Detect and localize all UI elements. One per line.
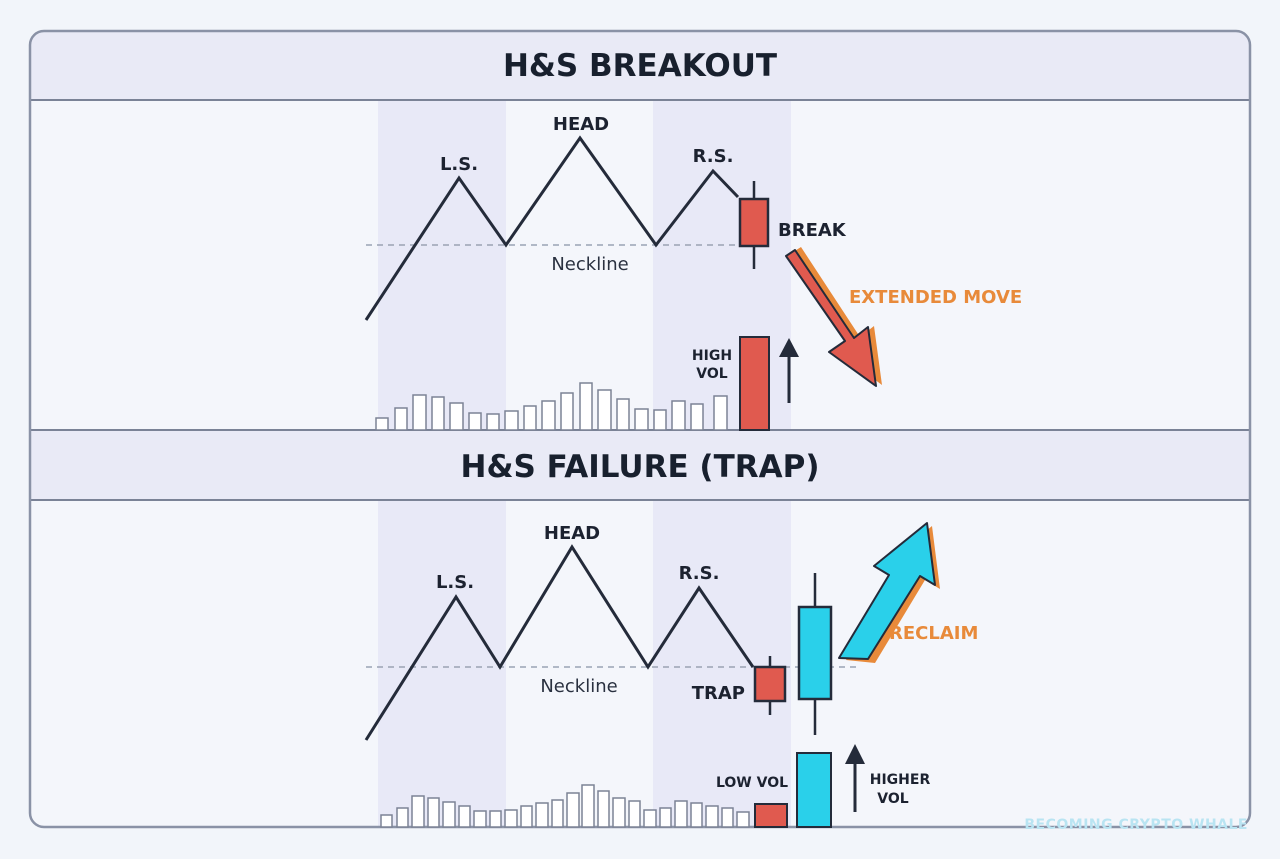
top-volume-bar: [486, 413, 500, 431]
bottom-volume-bar: [597, 790, 610, 828]
top-volume-bar: [616, 398, 630, 431]
top-volume-bar: [523, 405, 537, 431]
top-panel-title: H&S BREAKOUT: [503, 48, 777, 84]
bottom-volume-bar: [674, 800, 688, 828]
bottom-volume-bar: [427, 797, 440, 828]
top-volume-bar: [671, 400, 686, 431]
bottom-volume-bar: [736, 811, 750, 828]
top-volume-bar: [541, 400, 556, 431]
bottom-reclaim-candle: [797, 605, 833, 701]
bottom-volume-bar: [535, 802, 549, 828]
top-high-vol-label-line2: VOL: [696, 366, 727, 382]
bottom-low-vol-label: LOW VOL: [716, 775, 788, 791]
bottom-volume-bar: [520, 805, 533, 828]
bottom-volume-bar: [705, 805, 719, 828]
top-extended-move-label: EXTENDED MOVE: [849, 287, 1022, 308]
bottom-low-volume-bar: [754, 803, 788, 828]
bottom-rs-label: R.S.: [679, 563, 720, 584]
top-price-path: [364, 135, 740, 321]
bottom-volume-bar: [380, 814, 393, 828]
top-break-candle: [738, 197, 770, 248]
bottom-volume-bar: [612, 797, 626, 828]
bottom-volume-up-arrow: [845, 744, 865, 812]
bottom-volume-bar: [489, 810, 502, 828]
bottom-volume-bar: [628, 800, 641, 828]
top-volume-bar: [653, 409, 667, 431]
bottom-panel-title: H&S FAILURE (TRAP): [461, 449, 820, 485]
bottom-higher-volume-bar: [796, 752, 832, 828]
bottom-price-path: [364, 544, 755, 741]
bottom-volume-bar: [442, 801, 456, 828]
bottom-ls-label: L.S.: [436, 572, 474, 593]
bottom-volume-bar: [690, 802, 703, 828]
top-neckline-label: Neckline: [551, 254, 628, 275]
top-header-bar: [30, 31, 1250, 100]
top-left-shoulder-zone: [378, 100, 506, 430]
top-rs-label: R.S.: [693, 146, 734, 167]
top-volume-bar: [560, 392, 574, 431]
top-break-label: BREAK: [778, 220, 847, 241]
top-volume-up-arrow: [779, 338, 799, 403]
bottom-volume-bar: [566, 792, 580, 828]
top-volume-bars: [375, 382, 728, 431]
bottom-volume-bars: [380, 784, 750, 828]
bottom-volume-bar: [473, 810, 487, 828]
top-volume-bar: [431, 396, 445, 431]
bottom-volume-bar: [643, 809, 657, 828]
bottom-left-shoulder-zone: [378, 500, 506, 827]
top-volume-bar: [449, 402, 464, 431]
watermark: BECOMING CRYPTO WHALE: [1024, 817, 1248, 833]
top-volume-bar: [634, 408, 649, 431]
top-extended-move-arrow: [785, 249, 877, 387]
top-volume-bar: [690, 403, 704, 431]
bottom-reclaim-arrow: [838, 522, 936, 660]
bottom-higher-vol-label-line1: HIGHER: [870, 772, 931, 788]
top-volume-bar: [412, 394, 427, 431]
top-volume-bar: [597, 389, 612, 431]
top-high-volume-bar: [739, 336, 770, 431]
bottom-volume-bar: [396, 807, 409, 828]
bottom-volume-bar: [581, 784, 595, 828]
top-high-vol-label-line1: HIGH: [692, 348, 732, 364]
bottom-volume-bar: [411, 795, 425, 828]
top-ls-label: L.S.: [440, 154, 478, 175]
top-volume-bar: [713, 395, 728, 431]
top-volume-bar: [468, 412, 482, 431]
top-volume-bar: [394, 407, 408, 431]
bottom-volume-bar: [551, 799, 564, 828]
bottom-volume-bar: [721, 807, 734, 828]
bottom-volume-bar: [659, 807, 672, 828]
top-volume-bar: [375, 417, 389, 431]
bottom-volume-bar: [458, 805, 471, 828]
bottom-head-label: HEAD: [544, 523, 600, 544]
bottom-volume-bar: [504, 809, 518, 828]
top-volume-bar: [579, 382, 593, 431]
bottom-right-shoulder-zone: [653, 500, 791, 827]
bottom-trap-candle: [753, 665, 787, 703]
bottom-header-bar: [30, 430, 1250, 500]
bottom-reclaim-label: RECLAIM: [889, 623, 978, 644]
top-volume-bar: [504, 410, 519, 431]
top-head-label: HEAD: [553, 114, 609, 135]
bottom-trap-label: TRAP: [692, 683, 745, 704]
bottom-higher-vol-label-line2: VOL: [877, 791, 908, 807]
bottom-neckline-label: Neckline: [540, 676, 617, 697]
